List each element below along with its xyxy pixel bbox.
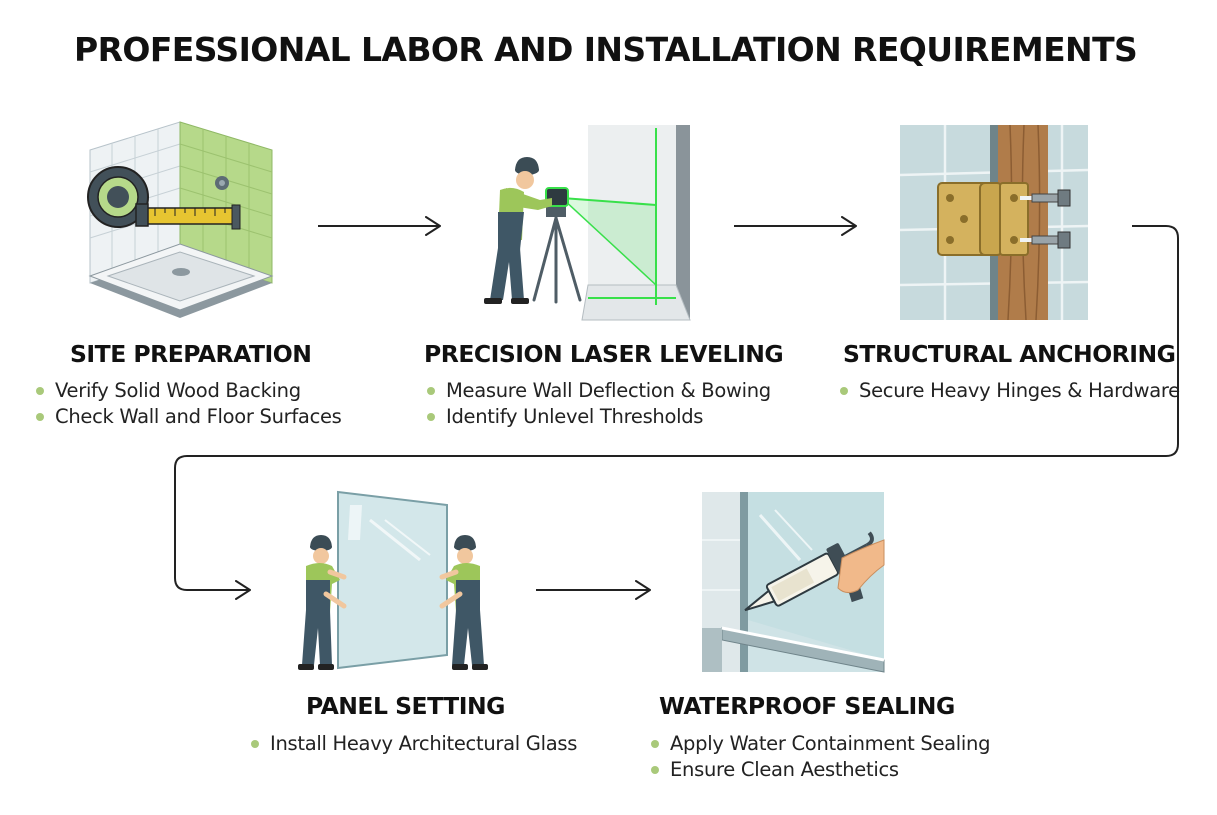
hinge-wood-stud-icon bbox=[899, 124, 1089, 321]
step-title-structural-anchoring: STRUCTURAL ANCHORING bbox=[843, 340, 1176, 368]
page-title: PROFESSIONAL LABOR AND INSTALLATION REQU… bbox=[74, 30, 1138, 69]
tape-measure-shower-base-icon bbox=[87, 121, 274, 318]
bullet-item: Identify Unlevel Thresholds bbox=[427, 404, 771, 430]
bullet-item: Secure Heavy Hinges & Hardware bbox=[840, 378, 1180, 404]
connector-arrow-3 bbox=[174, 225, 1179, 600]
bullet-item: Verify Solid Wood Backing bbox=[36, 378, 342, 404]
worker-laser-level-icon bbox=[484, 125, 691, 321]
step-bullets-waterproof-sealing: Apply Water Containment Sealing Ensure C… bbox=[651, 731, 990, 783]
bullet-item: Check Wall and Floor Surfaces bbox=[36, 404, 342, 430]
bullet-item: Install Heavy Architectural Glass bbox=[251, 731, 577, 757]
step-title-waterproof-sealing: WATERPROOF SEALING bbox=[659, 692, 955, 720]
step-bullets-panel-setting: Install Heavy Architectural Glass bbox=[251, 731, 577, 757]
step-title-site-preparation: SITE PREPARATION bbox=[70, 340, 312, 368]
step-bullets-structural-anchoring: Secure Heavy Hinges & Hardware bbox=[840, 378, 1180, 404]
workers-carrying-glass-icon bbox=[298, 490, 488, 670]
bullet-item: Measure Wall Deflection & Bowing bbox=[427, 378, 771, 404]
caulk-gun-sealing-icon bbox=[702, 492, 885, 673]
step-bullets-precision-laser-leveling: Measure Wall Deflection & Bowing Identif… bbox=[427, 378, 771, 430]
bullet-item: Apply Water Containment Sealing bbox=[651, 731, 990, 757]
step-title-precision-laser-leveling: PRECISION LASER LEVELING bbox=[424, 340, 784, 368]
bullet-item: Ensure Clean Aesthetics bbox=[651, 757, 990, 783]
step-title-panel-setting: PANEL SETTING bbox=[306, 692, 505, 720]
step-bullets-site-preparation: Verify Solid Wood Backing Check Wall and… bbox=[36, 378, 342, 430]
